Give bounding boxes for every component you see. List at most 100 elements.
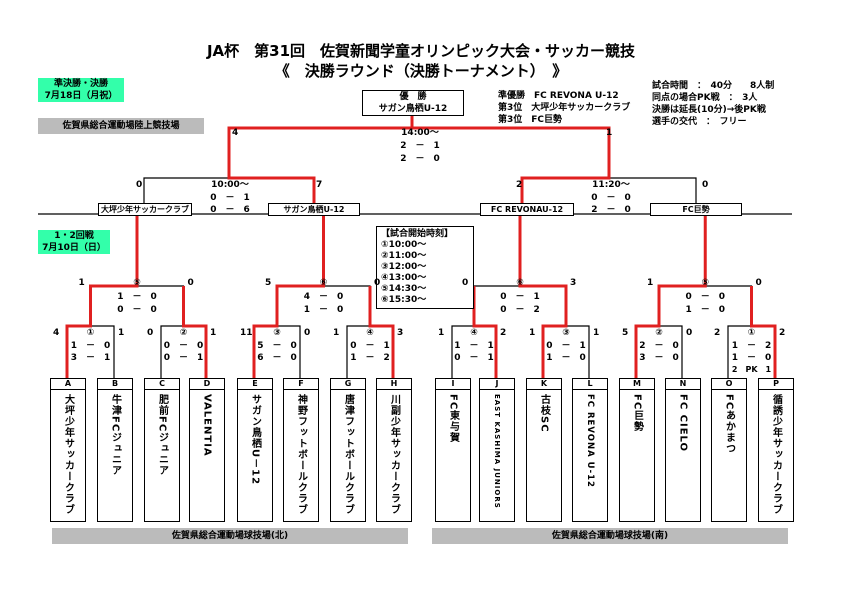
team-letter: E bbox=[238, 379, 272, 390]
semi-right-right-score: 0 bbox=[702, 180, 709, 190]
r1-match-number: ② bbox=[655, 328, 663, 338]
r1-half1-score: 1 － 1 bbox=[454, 341, 494, 351]
semi-left-half1: 0 － 1 bbox=[210, 193, 250, 203]
team-name: 牛津FCジュニア bbox=[109, 394, 121, 477]
semi-team-box: サガン鳥栖U-12 bbox=[268, 203, 360, 216]
r1-winner-line bbox=[472, 286, 498, 378]
r2-winner-line bbox=[275, 214, 325, 326]
r1-right-score: 0 bbox=[304, 328, 311, 338]
r2-winner-line bbox=[657, 214, 707, 326]
r1-left-score: 5 bbox=[622, 328, 629, 338]
r1-left-score: 1 bbox=[529, 328, 536, 338]
r1-winner-line bbox=[368, 286, 395, 378]
early-round-name: 1・2回戦 bbox=[54, 231, 94, 241]
final-half1: 2 － 1 bbox=[400, 141, 440, 151]
rule-item: 決勝は延長(10分)→後PK戦 bbox=[652, 105, 766, 115]
team-name: FC巨勢 bbox=[631, 394, 643, 433]
champion-box: 優 勝 サガン鳥栖U-12 bbox=[362, 90, 464, 116]
r2-left-score: 0 bbox=[462, 278, 469, 288]
semi-team-box: 大坪少年サッカークラブ bbox=[98, 203, 192, 216]
page-subtitle: 《 決勝ラウンド（決勝トーナメント） 》 bbox=[274, 62, 568, 80]
r2-half1-score: 0 － 0 bbox=[685, 292, 726, 302]
kickoff-box: 【試合開始時刻】 ①10:00～ ②11:00～ ③12:00～ ④13:00～… bbox=[376, 226, 474, 309]
semi-team-box: FC REVONAU-12 bbox=[480, 203, 574, 216]
team-letter: A bbox=[51, 379, 85, 390]
kickoff-time: ②11:00～ bbox=[381, 251, 427, 261]
venue-north: 佐賀県総合運動場球技場(北) bbox=[52, 528, 408, 544]
r2-match-number: ⑥ bbox=[319, 278, 328, 288]
team-name: 肥前FCジュニア bbox=[156, 394, 168, 477]
r1-half2-score: 6 － 0 bbox=[257, 353, 297, 363]
third-place-2: 第3位 FC巨勢 bbox=[498, 115, 563, 125]
early-round-label: 1・2回戦 7月10日（日） bbox=[38, 230, 110, 254]
r1-right-score: 0 bbox=[686, 328, 693, 338]
kickoff-time: ⑥15:30～ bbox=[381, 295, 427, 305]
r2-half1-score: 0 － 1 bbox=[500, 292, 540, 302]
final-left-score: 4 bbox=[232, 128, 239, 138]
r2-left-score: 1 bbox=[78, 278, 85, 288]
r1-winner-line bbox=[750, 286, 777, 378]
r1-half1-score: 1 － 0 bbox=[70, 341, 111, 351]
team-box: C 肥前FCジュニア bbox=[144, 378, 180, 522]
semi-left-winner-line bbox=[227, 128, 316, 203]
r1-half2-score: 3 － 1 bbox=[70, 353, 111, 363]
r2-half2-score: 1 － 0 bbox=[303, 305, 344, 315]
team-name: FCあかまつ bbox=[723, 394, 735, 455]
r1-left-score: 1 bbox=[438, 328, 445, 338]
r1-match-number: ① bbox=[86, 328, 95, 338]
team-letter: F bbox=[284, 379, 318, 390]
champion-team: サガン鳥栖U-12 bbox=[378, 104, 448, 114]
semi-right-time: 11:20～ bbox=[592, 180, 630, 190]
rules-list: 試合時間 ： 40分 8人制 同点の場合PK戦 ： 3人 決勝は延長(10分)→… bbox=[652, 80, 774, 128]
r1-right-score: 1 bbox=[210, 328, 217, 338]
team-letter: K bbox=[527, 379, 561, 390]
team-name: EAST KASHIMA JUNIORS bbox=[493, 394, 501, 509]
r2-half2-score: 0 － 2 bbox=[500, 305, 540, 315]
r2-winner-line bbox=[518, 214, 568, 326]
semi-left-half2: 0 － 6 bbox=[210, 205, 250, 215]
r1-half1-score: 1 － 2 bbox=[731, 341, 772, 351]
team-box: A 大坪少年サッカークラブ bbox=[50, 378, 86, 522]
team-name: 神野フットボールクラブ bbox=[295, 394, 307, 515]
r2-left-score: 1 bbox=[647, 278, 654, 288]
r2-right-score: 0 bbox=[187, 278, 194, 288]
team-letter: M bbox=[620, 379, 654, 390]
r1-match-number: ④ bbox=[470, 328, 478, 338]
team-box: L FC REVONA U-12 bbox=[572, 378, 608, 522]
rule-item: 選手の交代 ： フリー bbox=[652, 117, 747, 127]
r1-half1-score: 0 － 1 bbox=[546, 341, 586, 351]
r2-match-number: ⑥ bbox=[516, 278, 524, 288]
team-name: 循誘少年サッカークラブ bbox=[770, 394, 782, 515]
r1-match-number: ① bbox=[747, 328, 756, 338]
r1-match-number: ② bbox=[179, 328, 188, 338]
team-box: M FC巨勢 bbox=[619, 378, 655, 522]
rule-item: 同点の場合PK戦 ： 3人 bbox=[652, 93, 758, 103]
venue-south: 佐賀県総合運動場球技場(南) bbox=[432, 528, 788, 544]
r1-half1-score: 0 － 1 bbox=[350, 341, 390, 351]
team-name: 古枝SC bbox=[538, 394, 550, 433]
r1-match-number: ③ bbox=[562, 328, 570, 338]
kickoff-time: ③12:00～ bbox=[381, 262, 427, 272]
r1-left-score: 1 bbox=[333, 328, 340, 338]
team-name: 大坪少年サッカークラブ bbox=[62, 394, 74, 515]
team-letter: C bbox=[145, 379, 179, 390]
early-round-date: 7月10日（日） bbox=[42, 243, 106, 253]
team-name: VALENTIA bbox=[201, 394, 213, 457]
r1-right-score: 2 bbox=[779, 328, 786, 338]
semi-right-left-score: 2 bbox=[516, 180, 523, 190]
r1-left-score: 11 bbox=[240, 328, 253, 338]
team-letter: L bbox=[573, 379, 607, 390]
semi-left-left-score: 0 bbox=[136, 180, 143, 190]
r2-match-number: ⑤ bbox=[133, 278, 141, 288]
team-name: FC REVONA U-12 bbox=[585, 394, 595, 488]
final-bracket bbox=[227, 126, 611, 178]
r1-left-score: 4 bbox=[53, 328, 60, 338]
team-letter: O bbox=[712, 379, 746, 390]
r1-half2-score: 1 － 0 bbox=[731, 353, 772, 363]
team-letter: I bbox=[436, 379, 470, 390]
